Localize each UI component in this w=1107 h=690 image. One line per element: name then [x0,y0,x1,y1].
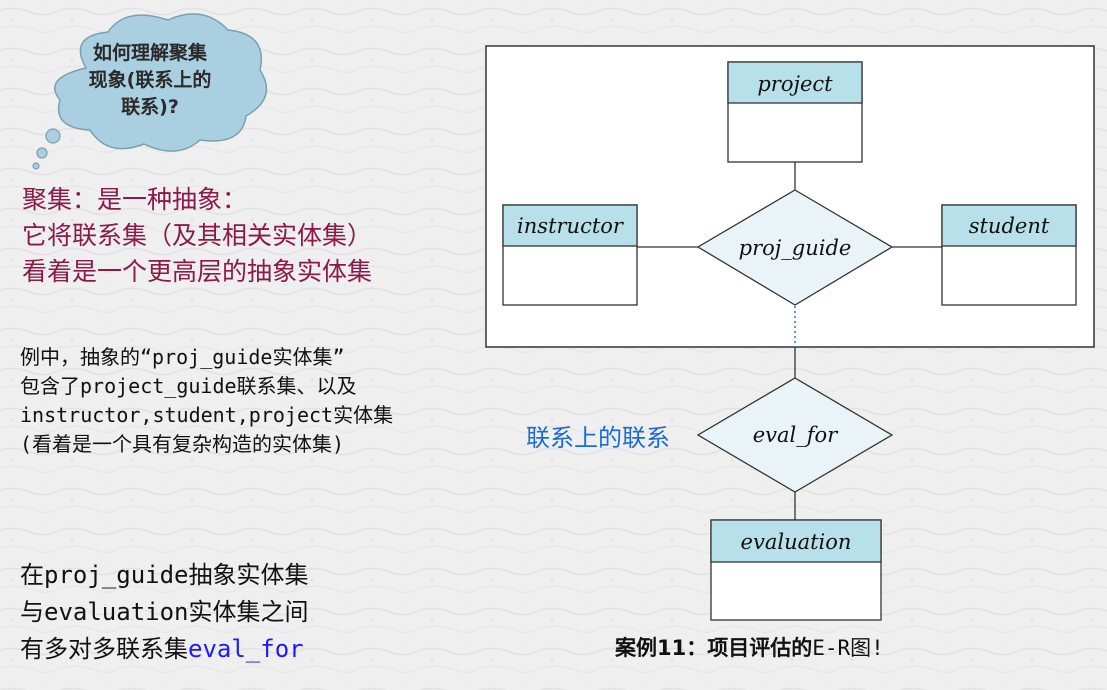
cloud-line: 现象(联系上的 [88,69,212,91]
cloud-line: 如何理解聚集 [92,42,207,64]
relationship-eval-for: eval_for [696,377,894,493]
example-line: instructor,student,project实体集 [20,403,394,427]
entity-student-label: student [969,214,1050,238]
summary-line: 在proj_guide抽象实体集 [20,561,309,589]
relationship-note: 联系上的联系 [526,424,670,452]
summary-prefix: 有多对多联系集 [20,635,188,663]
relationship-eval-for-label: eval_for [753,423,839,447]
thought-cloud [32,13,268,170]
entity-project: project [727,61,863,163]
definition-line: 看着是一个更高层的抽象实体集 [22,257,373,286]
definition-line: 它将联系集（及其相关实体集） [22,221,373,250]
entity-evaluation: evaluation [710,519,882,621]
aggregation-definition: 聚集：是一种抽象： 它将联系集（及其相关实体集） 看着是一个更高层的抽象实体集 [22,182,492,290]
definition-line: 聚集：是一种抽象： [22,185,248,214]
cloud-question: 如何理解聚集 现象(联系上的 联系)? [70,40,230,121]
example-line: 包含了project_guide联系集、以及 [20,374,357,398]
example-line: 例中，抽象的“proj_guide实体集” [20,345,345,369]
caption-main: 案例11：项目评估的 [615,636,813,660]
entity-evaluation-label: evaluation [741,530,852,554]
summary-line: 与evaluation实体集之间 [20,598,309,626]
example-explanation: 例中，抽象的“proj_guide实体集” 包含了project_guide联系… [20,343,500,459]
relationship-proj-guide: proj_guide [696,189,894,306]
figure-caption: 案例11：项目评估的E-R图! [615,632,884,662]
entity-project-label: project [757,72,833,96]
entity-instructor: instructor [502,204,638,306]
summary-highlight: eval_for [188,635,304,663]
example-line: (看着是一个具有复杂构造的实体集) [20,432,345,456]
caption-tail: E-R图! [812,636,884,660]
summary-line: 有多对多联系集eval_for [20,631,490,668]
entity-instructor-label: instructor [517,214,625,238]
cloud-line: 联系)? [121,96,179,118]
relationship-proj-guide-label: proj_guide [739,236,852,260]
relationship-summary: 在proj_guide抽象实体集 与evaluation实体集之间 有多对多联系… [20,557,490,668]
entity-student: student [941,204,1077,306]
